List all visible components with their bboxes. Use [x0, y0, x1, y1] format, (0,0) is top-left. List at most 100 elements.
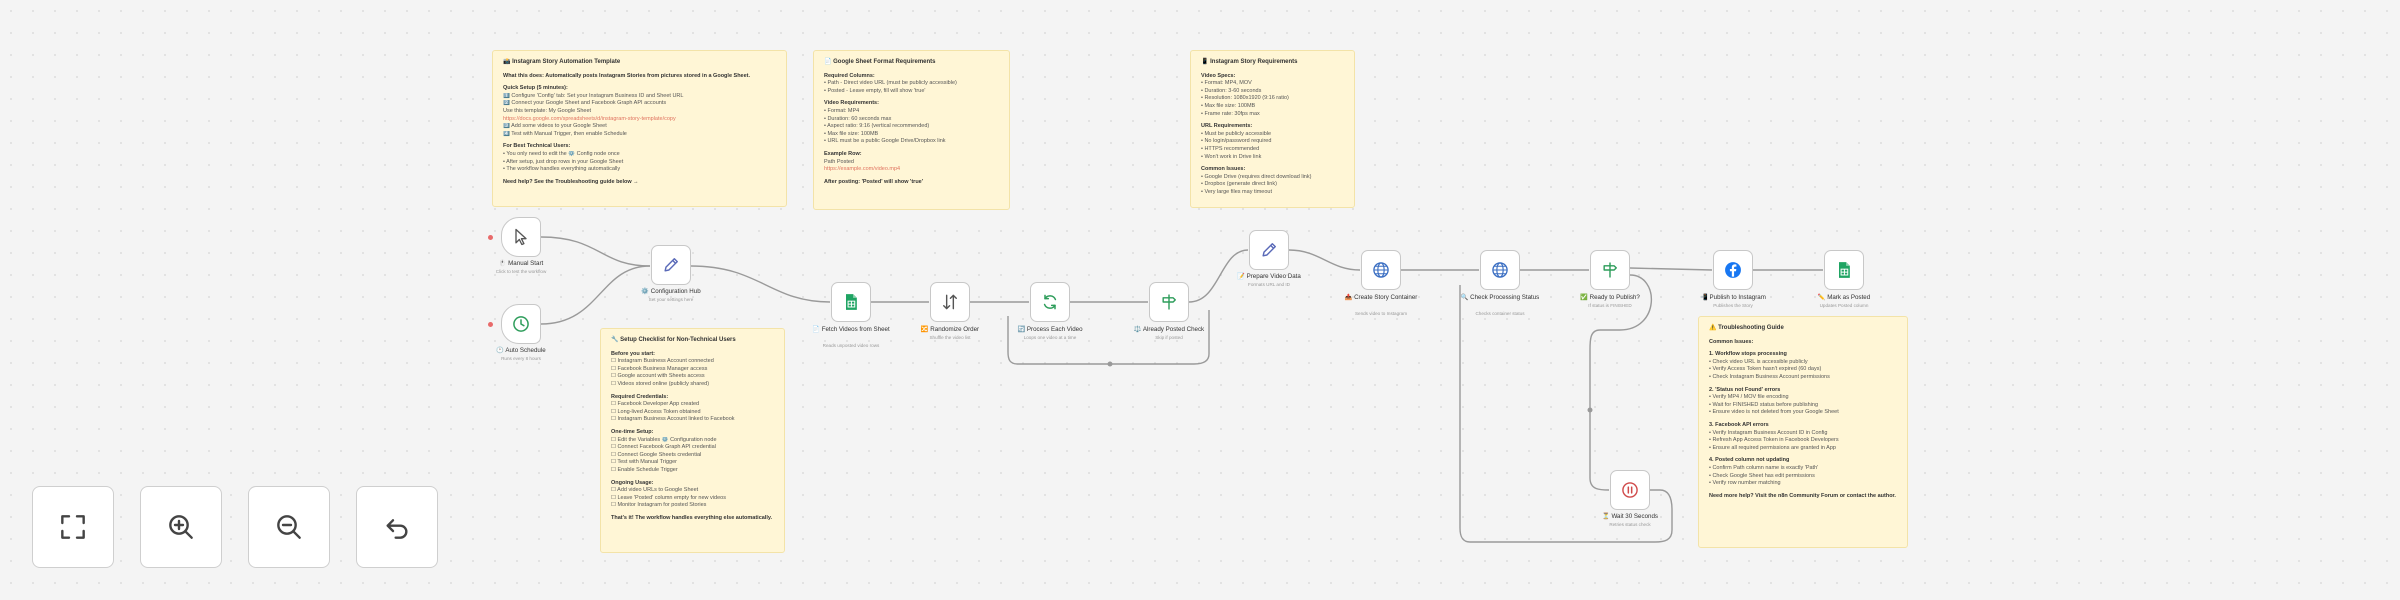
note-line: • Refresh App Access Token in Facebook D…: [1709, 437, 1839, 444]
note-automation-template[interactable]: 📸 Instagram Story Automation Template Wh…: [492, 50, 787, 207]
note-line: • Path - Direct video URL (must be publi…: [824, 80, 957, 87]
node-create-story-container[interactable]: [1361, 250, 1401, 290]
note-line: ☐ Monitor Instagram for posted Stories: [611, 502, 707, 509]
note-line: • Format: MP4: [824, 107, 860, 114]
note-line: • Verify Access Token hasn't expired (60…: [1709, 366, 1822, 373]
fit-view-button[interactable]: [32, 486, 114, 568]
note-line[interactable]: https://docs.google.com/spreadsheets/d/i…: [503, 115, 676, 122]
node-label: ✅ Ready to Publish?: [1580, 294, 1640, 301]
note-line: One-time Setup:: [611, 428, 654, 435]
node-subtitle: Set your settings here: [648, 297, 694, 302]
note-line: ☐ Add video URLs to Google Sheet: [611, 487, 699, 494]
note-line: 3. Facebook API errors: [1709, 421, 1769, 428]
note-line: 2. 'Status not Found' errors: [1709, 386, 1781, 393]
note-line: • Very large files may timeout: [1201, 188, 1273, 195]
clock-icon: [513, 316, 529, 332]
note-line: • Google Drive (requires direct download…: [1201, 173, 1312, 180]
node-subtitle: Sends video to Instagram: [1354, 311, 1408, 316]
node-subtitle: Retries status check: [1609, 522, 1651, 527]
note-line: Common Issues:: [1709, 338, 1754, 345]
reset-zoom-button[interactable]: [356, 486, 438, 568]
pencil-icon: [1262, 243, 1276, 257]
note-setup-checklist[interactable]: 🔧 Setup Checklist for Non-Technical User…: [600, 328, 785, 553]
note-line: • Verify row number matching: [1709, 480, 1781, 487]
node-label: ⚖️ Already Posted Check: [1133, 326, 1205, 333]
note-line: 2️⃣ Connect your Google Sheet and Facebo…: [503, 100, 667, 107]
node-auto-schedule[interactable]: [501, 304, 541, 344]
zoom-out-icon: [277, 515, 301, 539]
node-subtitle: Click to test the workflow: [495, 269, 547, 274]
note-line: • Aspect ratio: 9:16 (vertical recommend…: [824, 123, 930, 130]
node-randomize-order[interactable]: [930, 282, 970, 322]
node-label: 🔄 Process Each Video: [1017, 326, 1083, 333]
node-check-processing-status[interactable]: [1480, 250, 1520, 290]
globe-icon: [1373, 262, 1389, 278]
node-publish-to-instagram[interactable]: [1713, 250, 1753, 290]
node-manual-start[interactable]: [501, 217, 541, 257]
note-line: 3️⃣ Add some videos to your Google Sheet: [503, 123, 607, 130]
globe-icon: [1492, 262, 1508, 278]
note-line: • Verify Instagram Business Account ID i…: [1709, 429, 1828, 436]
note-sheet-format[interactable]: 📄 Google Sheet Format Requirements Requi…: [813, 50, 1010, 210]
note-body: What this does: Automatically posts Inst…: [503, 73, 776, 187]
note-line: URL Requirements:: [1201, 123, 1253, 130]
node-mark-as-posted[interactable]: [1824, 250, 1864, 290]
note-line: ☐ Test with Manual Trigger: [611, 459, 677, 466]
note-line: ☐ Facebook Developer App created: [611, 401, 700, 408]
note-line: • Check Google Sheet has edit permission…: [1709, 472, 1815, 479]
note-line: • HTTPS recommended: [1201, 145, 1260, 152]
node-wait-30-seconds[interactable]: [1610, 470, 1650, 510]
note-line[interactable]: https://example.com/video.mp4: [824, 166, 901, 173]
note-title: 📄 Google Sheet Format Requirements: [824, 59, 936, 65]
note-line: • No login/password required: [1201, 138, 1272, 145]
note-line: 4. Posted column not updating: [1709, 457, 1790, 464]
note-troubleshooting[interactable]: ⚠️ Troubleshooting Guide Common Issues:1…: [1698, 316, 1908, 548]
note-line: Required Columns:: [824, 72, 875, 79]
node-prepare-video-data[interactable]: [1249, 230, 1289, 270]
facebook-icon: [1725, 262, 1741, 278]
note-line: ☐ Enable Schedule Trigger: [611, 466, 678, 473]
zoom-in-icon: [169, 515, 193, 539]
node-ready-to-publish[interactable]: [1590, 250, 1630, 290]
zoom-out-button[interactable]: [248, 486, 330, 568]
note-line: Quick Setup (5 minutes):: [503, 85, 568, 92]
node-subtitle: Formats URL and ID: [1248, 282, 1290, 287]
note-line: • Check video URL is accessible publicly: [1709, 358, 1808, 365]
note-line: ☐ Leave 'Posted' column empty for new vi…: [611, 494, 726, 501]
note-line: Before you start:: [611, 350, 656, 357]
note-line: ☐ Connect Facebook Graph API credential: [611, 444, 716, 451]
wire-prepare-create: [1288, 249, 1361, 271]
note-line: • Dropbox (generate direct link): [1201, 181, 1277, 188]
node-fetch-videos[interactable]: [831, 282, 871, 322]
node-subtitle: Loops one video at a time: [1023, 335, 1077, 340]
note-line: That's it! The workflow handles everythi…: [611, 514, 773, 521]
node-label: 🔍 Check Processing Status: [1460, 294, 1540, 301]
node-subtitle: If status is FINISHED: [1588, 303, 1632, 308]
note-line: ☐ Instagram Business Account linked to F…: [611, 416, 735, 423]
undo-icon: [386, 519, 408, 539]
node-label: 📝 Prepare Video Data: [1237, 273, 1301, 280]
node-process-each-video[interactable]: [1030, 282, 1070, 322]
note-line: ☐ Edit the Variables ⚙️ Configuration no…: [611, 436, 717, 443]
note-line: Example Row:: [824, 150, 862, 157]
node-label: 📤 Create Story Container: [1344, 294, 1418, 301]
node-subtitle: Shuffle the video list: [929, 335, 971, 340]
note-line: • Duration: 3-60 seconds: [1201, 87, 1262, 94]
google-sheets-icon: [846, 294, 857, 310]
note-title: 🔧 Setup Checklist for Non-Technical User…: [611, 337, 736, 343]
note-line: ☐ Videos stored online (publicly shared): [611, 380, 710, 387]
note-line: After posting: 'Posted' will show 'true': [824, 178, 924, 185]
node-configuration-hub[interactable]: [651, 245, 691, 285]
note-story-requirements[interactable]: 📱 Instagram Story Requirements Video Spe…: [1190, 50, 1355, 208]
note-line: • Verify MP4 / MOV file encoding: [1709, 394, 1789, 401]
zoom-in-button[interactable]: [140, 486, 222, 568]
note-line: • Frame rate: 30fps max: [1201, 110, 1260, 117]
node-label: ⚙️ Configuration Hub: [641, 288, 701, 295]
note-line: Path Posted: [824, 158, 854, 165]
node-already-posted-check[interactable]: [1149, 282, 1189, 322]
note-line: • Won't work in Drive link: [1201, 153, 1262, 160]
note-line: • Max file size: 100MB: [824, 130, 879, 137]
note-line: ☐ Instagram Business Account connected: [611, 358, 714, 365]
branch-sign-icon: [1603, 262, 1617, 278]
